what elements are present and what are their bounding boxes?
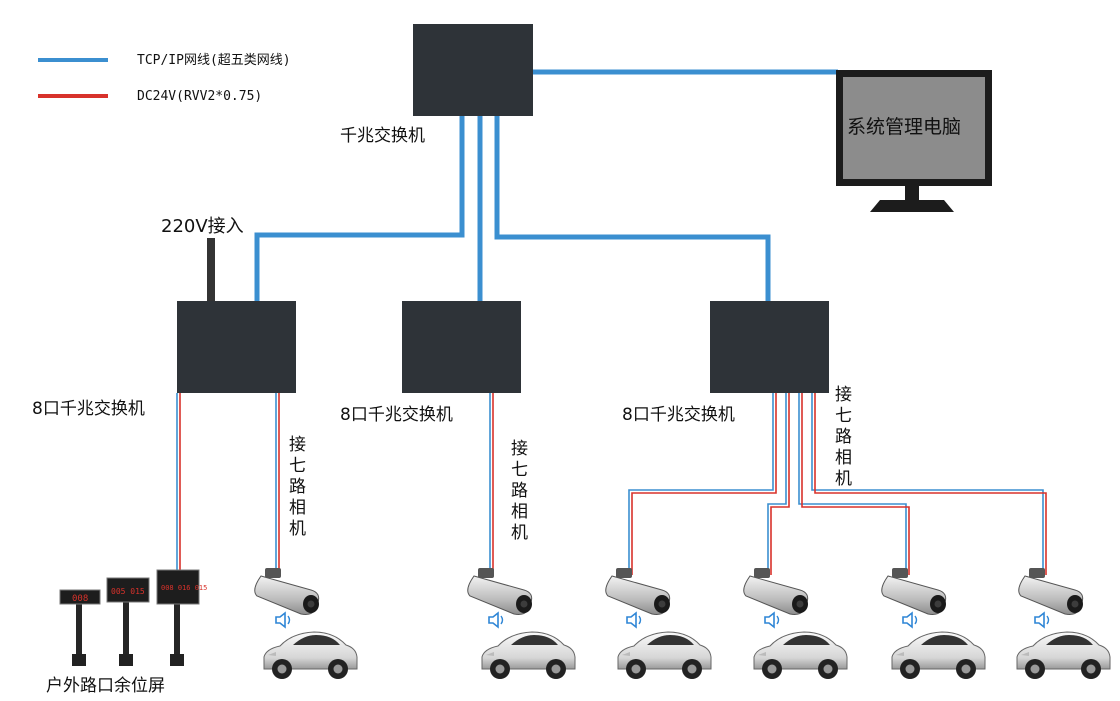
cable-switch-3-camera-4 bbox=[811, 393, 1047, 575]
camera-units bbox=[254, 567, 1111, 680]
bullet-camera-icon[interactable] bbox=[254, 567, 320, 615]
display-sign-3-text: 008 016 015 bbox=[161, 584, 207, 592]
switch-2-label: 8口千兆交换机 bbox=[340, 405, 453, 425]
display-sign-2[interactable]: 005 015 bbox=[106, 577, 150, 666]
legend-power-label: DC24V(RVV2*0.75) bbox=[137, 89, 262, 104]
cable-switch-3-camera-3 bbox=[798, 393, 910, 575]
switch-3-camera-note: 接七路相机 bbox=[835, 385, 852, 489]
management-pc-label: 系统管理电脑 bbox=[847, 116, 961, 138]
cable-switch-3-camera-1 bbox=[628, 393, 777, 575]
core-switch[interactable] bbox=[413, 24, 533, 116]
core-switch-label: 千兆交换机 bbox=[340, 126, 425, 146]
speaker-icon bbox=[1034, 612, 1050, 628]
bullet-camera-icon[interactable] bbox=[467, 567, 533, 615]
switch-2[interactable] bbox=[402, 301, 521, 393]
sports-car-icon bbox=[617, 631, 712, 680]
bullet-camera-icon[interactable] bbox=[743, 567, 809, 615]
legend: TCP/IP网线(超五类网线) DC24V(RVV2*0.75) bbox=[38, 53, 291, 104]
sports-car-icon bbox=[263, 631, 358, 680]
cable-switch-3-camera-2 bbox=[767, 393, 790, 575]
core-to-switch-3-line bbox=[494, 115, 771, 302]
speaker-icon bbox=[488, 612, 504, 628]
camera-unit-2 bbox=[467, 567, 576, 680]
display-power-cable bbox=[176, 393, 181, 570]
switch-3-label: 8口千兆交换机 bbox=[622, 405, 735, 425]
display-sign-2-text: 005 015 bbox=[111, 587, 145, 596]
network-lines bbox=[254, 69, 838, 302]
sports-car-icon bbox=[891, 631, 986, 680]
outdoor-displays: 008 005 015 008 016 015 户外路口余位屏 bbox=[46, 569, 207, 696]
switch-2-camera-note: 接七路相机 bbox=[511, 439, 528, 543]
speaker-icon bbox=[275, 612, 291, 628]
camera-unit-1 bbox=[254, 567, 358, 680]
cable-switch-1-camera bbox=[275, 393, 280, 575]
speaker-icon bbox=[764, 612, 780, 628]
camera-unit-4 bbox=[743, 567, 848, 680]
displays-label: 户外路口余位屏 bbox=[46, 676, 165, 696]
switch-1-camera-note: 接七路相机 bbox=[289, 435, 306, 539]
bullet-camera-icon[interactable] bbox=[881, 567, 947, 615]
switch-3[interactable] bbox=[710, 301, 829, 393]
core-to-switch-1-line bbox=[254, 115, 465, 302]
camera-unit-6 bbox=[1016, 567, 1111, 680]
sports-car-icon bbox=[753, 631, 848, 680]
legend-network-label: TCP/IP网线(超五类网线) bbox=[137, 53, 291, 68]
monitor-icon bbox=[836, 70, 992, 212]
switch-1[interactable] bbox=[177, 301, 296, 393]
speaker-icon bbox=[626, 612, 642, 628]
switch-1-label: 8口千兆交换机 bbox=[32, 399, 145, 419]
display-sign-1-text: 008 bbox=[72, 594, 88, 604]
speaker-icon bbox=[902, 612, 918, 628]
camera-cables bbox=[275, 393, 1047, 575]
camera-unit-3 bbox=[605, 567, 712, 680]
display-sign-1[interactable]: 008 bbox=[59, 589, 101, 666]
sports-car-icon bbox=[1016, 631, 1111, 680]
power-input-label: 220V接入 bbox=[161, 216, 244, 237]
power-input-cable bbox=[207, 238, 215, 302]
bullet-camera-icon[interactable] bbox=[1018, 567, 1084, 615]
sports-car-icon bbox=[481, 631, 576, 680]
display-sign-3[interactable]: 008 016 015 bbox=[156, 569, 207, 666]
bullet-camera-icon[interactable] bbox=[605, 567, 671, 615]
cable-switch-2-camera bbox=[489, 393, 494, 575]
management-pc[interactable]: 系统管理电脑 bbox=[836, 70, 992, 212]
camera-unit-5 bbox=[881, 567, 986, 680]
